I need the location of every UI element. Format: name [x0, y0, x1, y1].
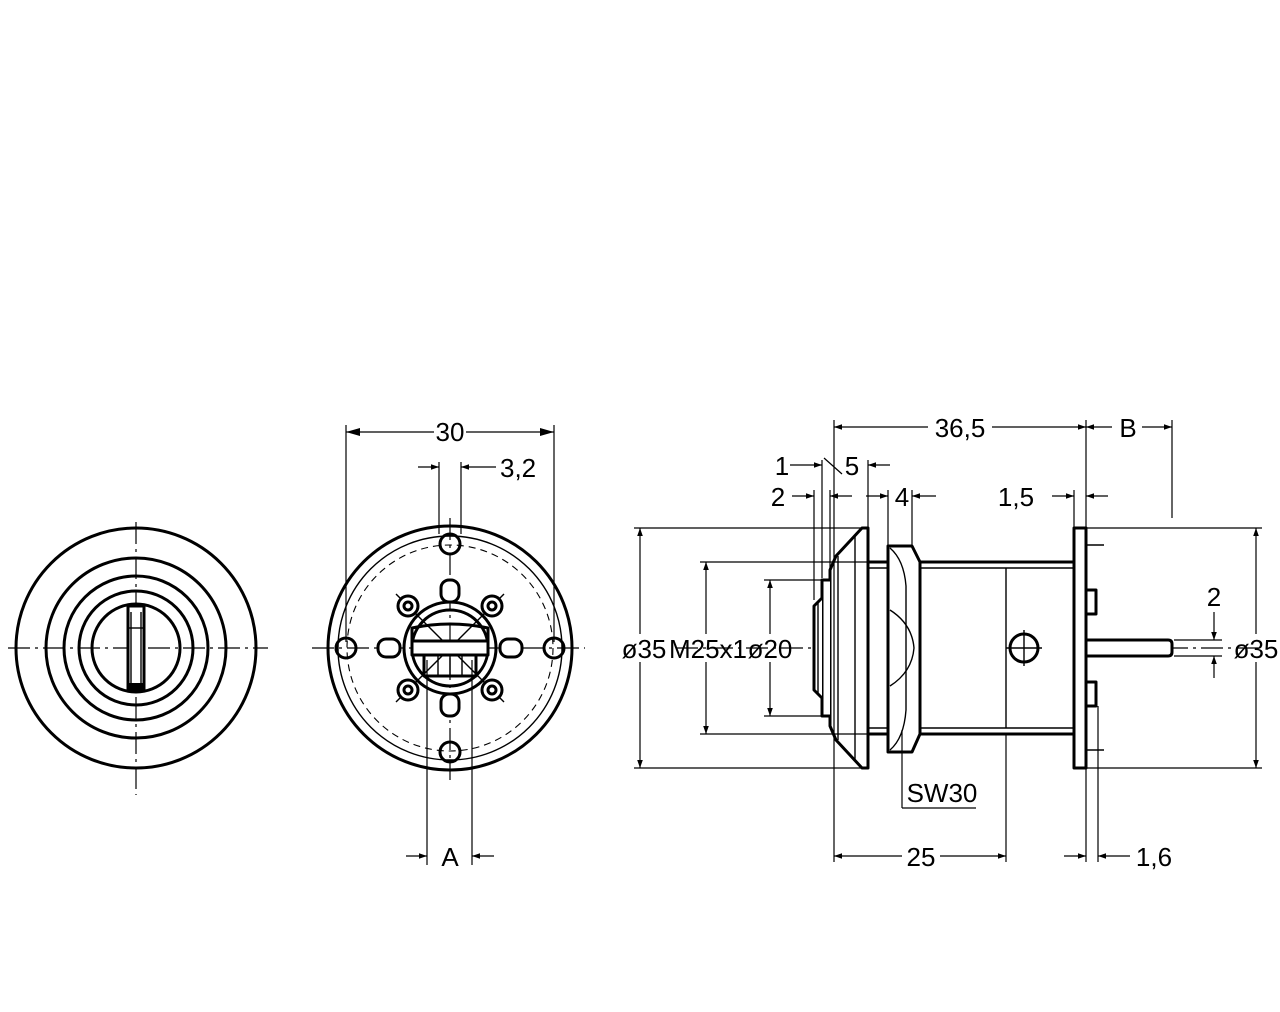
key-face-view: [8, 522, 268, 795]
dim-a: A: [441, 842, 459, 872]
dim-plate-thickness: 1,6: [1136, 842, 1172, 872]
dim-cam-thickness: 2: [1207, 582, 1221, 612]
dim-total-length: 36,5: [935, 413, 986, 443]
cylinder-core: [376, 578, 524, 718]
dim-face-5: 5: [845, 451, 859, 481]
hex-nut: [886, 544, 922, 754]
dim-outer-diameter-right: ø35: [1234, 634, 1279, 664]
dim-face-2: 2: [771, 482, 785, 512]
dim-face-1: 1: [775, 451, 789, 481]
dim-outer-diameter-left: ø35: [622, 634, 667, 664]
dim-b: B: [1119, 413, 1136, 443]
cam-shaft: [1084, 638, 1174, 658]
mounting-hole: [334, 532, 566, 764]
side-view: ø35 M25x1 ø20 ø35 2 36,5 B: [622, 413, 1279, 872]
dim-inner-diameter: ø20: [748, 634, 793, 664]
front-bezel: [812, 526, 870, 770]
dim-flange-width: 30: [436, 417, 465, 447]
keyway-icon: [126, 604, 146, 692]
threaded-body: [866, 560, 1076, 736]
dim-nut-thickness: 4: [895, 482, 909, 512]
dim-plate-offset: 1,5: [998, 482, 1034, 512]
dim-body-length: 25: [907, 842, 936, 872]
dim-hole-diameter: 3,2: [500, 453, 536, 483]
dim-thread: M25x1: [669, 634, 747, 664]
flange-view: 30 3,2 A: [312, 417, 585, 872]
dim-wrench-size: SW30: [907, 778, 978, 808]
